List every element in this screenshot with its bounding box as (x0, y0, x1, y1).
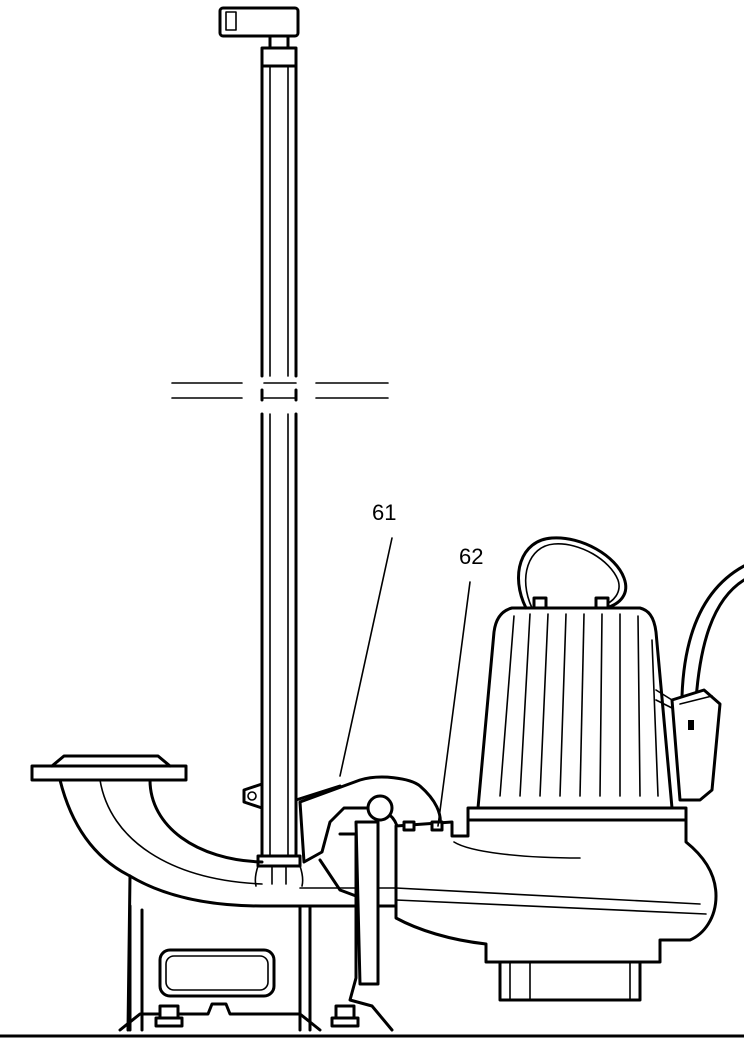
callout-61: 61 (339, 500, 396, 777)
pump-motor (466, 536, 688, 822)
pump-volute (394, 816, 718, 1002)
upper-guide-bracket (218, 6, 300, 68)
discharge-elbow (30, 754, 412, 1032)
callout-label-61: 61 (372, 500, 396, 525)
callout-62: 62 (437, 544, 483, 827)
guide-plate (318, 820, 394, 1032)
guide-rail-pipe (254, 64, 304, 887)
callout-label-62: 62 (459, 544, 483, 569)
power-cable (655, 564, 744, 802)
break-marks (171, 382, 389, 399)
